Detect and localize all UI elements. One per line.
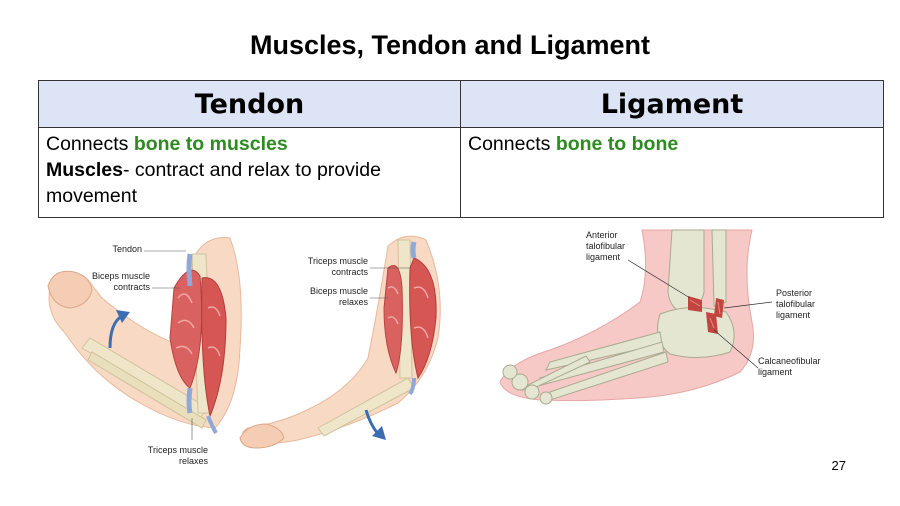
cell-tendon: Connects bone to muscles Muscles- contra… [38,127,461,218]
foot-figure: Anterior talofibular ligament Posterior … [490,222,850,452]
label-anterior-talofibular: Anterior talofibular ligament [586,230,626,262]
tendon-highlight: bone to muscles [133,133,288,155]
label-biceps-relaxes: Biceps muscle relaxes [309,286,368,307]
arm-extended-figure: Triceps muscle contracts Biceps muscle r… [238,228,450,456]
header-ligament: Ligament [460,80,884,128]
label-tendon: Tendon [112,244,142,254]
ligament-connects-text: Connects [468,133,556,155]
ligament-highlight: bone to bone [555,133,679,155]
cell-ligament: Connects bone to bone [460,127,884,218]
label-biceps-contracts: Biceps muscle contracts [91,271,150,292]
header-tendon: Tendon [38,80,461,128]
slide-title: Muscles, Tendon and Ligament [249,30,651,60]
muscles-description: - contract and relax to provide movement [46,159,381,207]
label-triceps-contracts: Triceps muscle contracts [307,256,368,277]
page-number: 27 [831,458,846,473]
tendon-connects-text: Connects [46,133,134,155]
foot-ligament-illustration [499,229,773,405]
muscles-term: Muscles [46,159,123,181]
label-posterior-talofibular: Posterior talofibular ligament [776,288,816,320]
label-calcaneofibular: Calcaneofibular ligament [758,356,821,377]
label-triceps-relaxes: Triceps muscle relaxes [147,445,208,466]
comparison-table: Tendon Ligament Connects bone to muscles… [38,80,884,218]
arm-flexed-figure: Tendon Biceps muscle contracts Triceps m… [40,228,280,476]
arm-flexed-illustration [47,237,242,440]
arm-extended-illustration [239,235,441,449]
